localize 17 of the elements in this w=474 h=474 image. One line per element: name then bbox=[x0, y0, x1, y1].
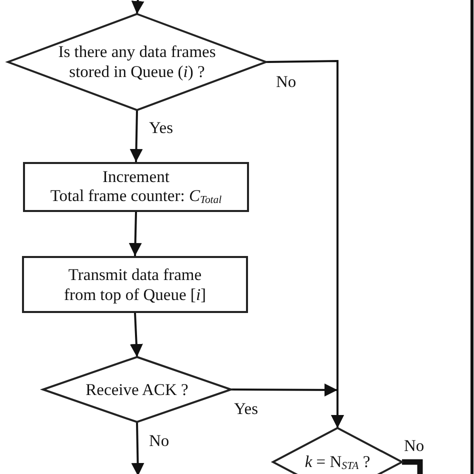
node-text: Increment bbox=[102, 166, 170, 186]
arrow bbox=[231, 384, 344, 428]
node-text: Receive ACK ? bbox=[86, 380, 188, 400]
arrow bbox=[130, 110, 143, 162]
arrow bbox=[131, 422, 144, 474]
decision-diamond bbox=[8, 14, 266, 110]
flow-line bbox=[402, 459, 423, 474]
node-text: Transmit data frame from top of Queue [i] bbox=[62, 264, 208, 304]
process-box bbox=[23, 162, 249, 212]
node-text: Is there any data frames stored in Queue (i) ? bbox=[57, 42, 217, 82]
arrow bbox=[131, 0, 144, 14]
decision-diamond bbox=[43, 357, 231, 422]
node-text: k = N$_{STA}$ ? bbox=[304, 452, 370, 472]
arrow bbox=[128, 212, 142, 256]
node-text: Total frame counter: C$_{Total}$ bbox=[50, 186, 222, 208]
arrow bbox=[130, 312, 143, 358]
process-box bbox=[22, 256, 248, 313]
